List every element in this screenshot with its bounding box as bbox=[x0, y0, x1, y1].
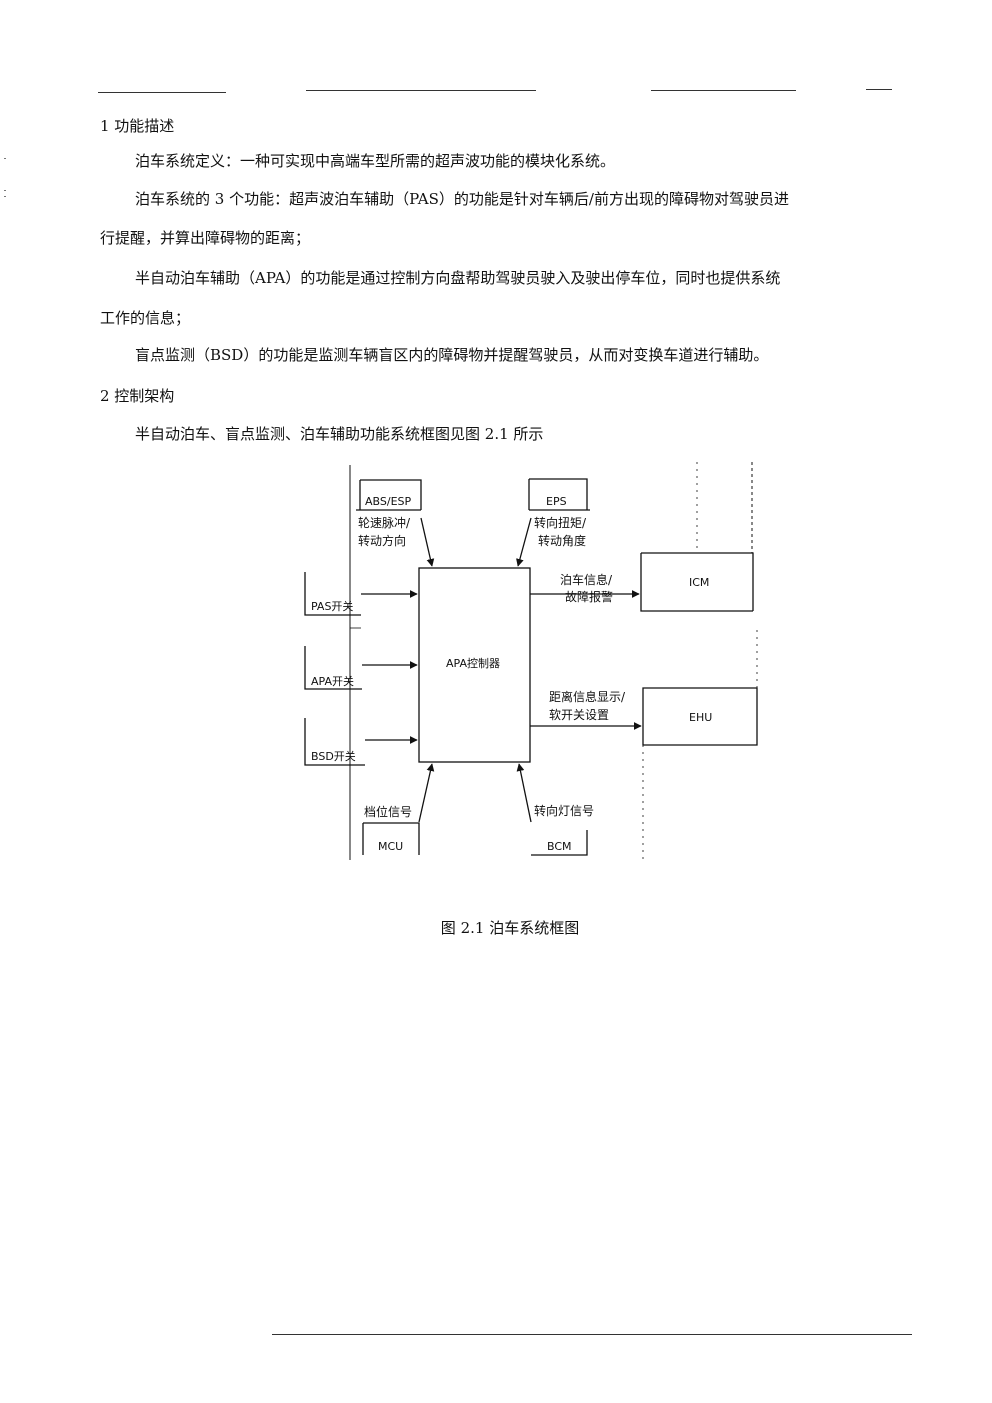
eps-signal-label-2: 转动角度 bbox=[538, 533, 586, 548]
apa-controller-box bbox=[418, 567, 531, 763]
section-heading-2: 2 控制架构 bbox=[100, 387, 175, 405]
icm-box bbox=[640, 552, 754, 612]
abs-esp-label: ABS/ESP bbox=[365, 495, 411, 508]
pas-switch-label: PAS开关 bbox=[311, 599, 353, 613]
bcm-arrow bbox=[516, 763, 532, 823]
pas-switch-box bbox=[304, 572, 361, 616]
paragraph-definition: 泊车系统定义：一种可实现中高端车型所需的超声波功能的模块化系统。 bbox=[135, 152, 616, 170]
bcm-label: BCM bbox=[547, 840, 572, 853]
header-rule-left bbox=[98, 92, 226, 93]
eps-signal-label-1: 转向扭矩/ bbox=[534, 515, 587, 530]
icm-label: ICM bbox=[689, 576, 709, 589]
margin-mark bbox=[4, 190, 6, 191]
ehu-label: EHU bbox=[689, 711, 712, 724]
paragraph-apa-line2: 工作的信息； bbox=[100, 309, 191, 327]
eps-box bbox=[528, 478, 590, 511]
paragraph-apa-line1: 半自动泊车辅助（APA）的功能是通过控制方向盘帮助驾驶员驶入及驶出停车位，同时也… bbox=[135, 269, 781, 287]
mcu-label: MCU bbox=[378, 840, 403, 853]
paragraph-pas-line2: 行提醒，并算出障碍物的距离； bbox=[100, 229, 311, 247]
abs-esp-box bbox=[356, 479, 422, 511]
abs-arrow bbox=[420, 517, 435, 567]
footer-rule bbox=[272, 1334, 912, 1335]
apa-controller-label: APA控制器 bbox=[446, 656, 500, 670]
bcm-box bbox=[531, 830, 588, 856]
header-rule-middle bbox=[306, 90, 536, 91]
figure-caption: 图 2.1 泊车系统框图 bbox=[440, 919, 580, 937]
mcu-arrow bbox=[418, 763, 435, 823]
bsd-switch-box bbox=[304, 718, 365, 766]
mcu-signal-label: 档位信号 bbox=[364, 804, 412, 819]
margin-mark bbox=[4, 158, 6, 159]
ehu-box bbox=[642, 687, 758, 746]
icm-signal-label-1: 泊车信息/ bbox=[560, 572, 613, 587]
apa-switch-box bbox=[304, 646, 362, 690]
paragraph-diagram-intro: 半自动泊车、盲点监测、泊车辅助功能系统框图见图 2.1 所示 bbox=[135, 425, 544, 443]
ehu-signal-label-2: 软开关设置 bbox=[549, 708, 609, 722]
ehu-signal-label-1: 距离信息显示/ bbox=[549, 689, 626, 704]
bcm-signal-label: 转向灯信号 bbox=[534, 803, 594, 818]
mcu-box bbox=[362, 822, 420, 855]
header-rule-right-b bbox=[866, 89, 892, 90]
icm-signal-label-2: 故障报警 bbox=[565, 589, 613, 604]
header-rule-right-a bbox=[651, 90, 796, 91]
section-heading-1: 1 功能描述 bbox=[100, 117, 175, 135]
bsd-switch-label: BSD开关 bbox=[311, 749, 356, 763]
paragraph-bsd: 盲点监测（BSD）的功能是监测车辆盲区内的障碍物并提醒驾驶员，从而对变换车道进行… bbox=[135, 346, 769, 364]
eps-label: EPS bbox=[546, 495, 567, 508]
margin-mark bbox=[4, 196, 6, 197]
apa-switch-label: APA开关 bbox=[311, 674, 354, 688]
abs-signal-label-2: 转动方向 bbox=[358, 533, 406, 548]
paragraph-pas-line1: 泊车系统的 3 个功能：超声波泊车辅助（PAS）的功能是针对车辆后/前方出现的障… bbox=[135, 190, 789, 208]
abs-signal-label-1: 轮速脉冲/ bbox=[358, 515, 411, 530]
eps-arrow bbox=[516, 517, 532, 567]
